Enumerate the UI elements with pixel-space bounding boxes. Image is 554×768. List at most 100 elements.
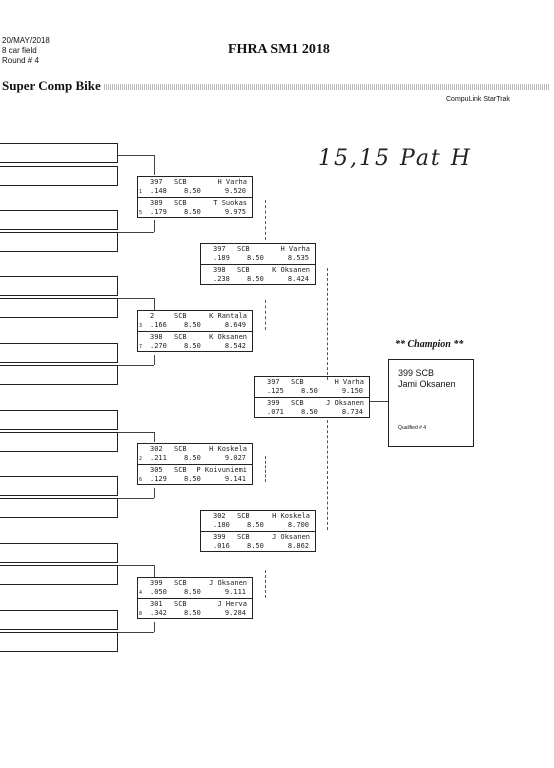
racer-name: P Koivuniemi [196, 466, 247, 474]
connector [118, 498, 154, 499]
bracket-connector [327, 268, 328, 380]
connector [370, 401, 388, 402]
racer-name: J Oksanen [326, 399, 364, 407]
empty-slot [0, 365, 118, 385]
reaction-time: .238 [213, 275, 230, 283]
date-text: 20/MAY/2018 [2, 36, 50, 45]
car-number: 397 [150, 178, 163, 186]
lane-number: 4 [139, 590, 143, 596]
racer-name: K Oksanen [272, 266, 310, 274]
empty-slot [0, 166, 118, 186]
connector [118, 232, 154, 233]
class-code: SCB [174, 600, 187, 608]
class-code: SCB [237, 266, 250, 274]
brand-text: CompuLink StarTrak [446, 96, 510, 103]
class-code: SCB [237, 245, 250, 253]
empty-slot [0, 343, 118, 363]
champion-car-class: 399 SCB [398, 368, 435, 378]
car-number: 398 [213, 266, 226, 274]
reaction-time: .050 [150, 588, 167, 596]
reaction-time: .211 [150, 454, 167, 462]
dial-in: 8.50 [247, 254, 264, 262]
empty-slot [0, 565, 118, 585]
elapsed-time: 8.649 [224, 321, 246, 329]
dial-in: 8.50 [184, 208, 201, 216]
dial-in: 8.50 [301, 387, 318, 395]
connector [154, 220, 155, 232]
champion-qualified: Qualified # 4 [398, 425, 427, 431]
connector [154, 432, 155, 442]
lane-number: 7 [139, 344, 143, 350]
champion-box: 399 SCB Jami Oksanen Qualified # 4 [388, 359, 474, 447]
elapsed-time: 8.734 [341, 408, 363, 416]
event-title: FHRA SM1 2018 [228, 42, 330, 57]
title-hatch-rule [104, 84, 550, 90]
dial-in: 8.50 [184, 187, 201, 195]
racer-name: H Varha [217, 178, 247, 186]
empty-slot [0, 610, 118, 630]
elapsed-time: 9.111 [224, 588, 246, 596]
car-number: 305 [150, 466, 163, 474]
class-title: Super Comp Bike [2, 78, 101, 93]
elapsed-time: 9.027 [224, 454, 246, 462]
connector [118, 298, 154, 299]
lane-number: 6 [139, 477, 143, 483]
connector [154, 155, 155, 175]
elapsed-time: 8.424 [287, 275, 309, 283]
elapsed-time: 8.862 [287, 542, 309, 550]
connector [154, 298, 155, 310]
elapsed-time: 8.535 [287, 254, 309, 262]
empty-slot [0, 210, 118, 230]
racer-name: H Varha [280, 245, 310, 253]
reaction-time: .179 [150, 208, 167, 216]
car-number: 397 [267, 378, 280, 386]
dial-in: 8.50 [301, 408, 318, 416]
class-code: SCB [237, 533, 250, 541]
reaction-time: .180 [213, 521, 230, 529]
class-code: SCB [174, 466, 187, 474]
connector [118, 565, 154, 566]
empty-slot [0, 632, 118, 652]
racer-name: J Oksanen [272, 533, 310, 541]
car-number: 399 [213, 533, 226, 541]
elapsed-time: 9.975 [224, 208, 246, 216]
reaction-time: .125 [267, 387, 284, 395]
empty-slot [0, 232, 118, 252]
racer-name: J Herva [217, 600, 247, 608]
reaction-time: .166 [150, 321, 167, 329]
racer-name: H Koskela [272, 512, 310, 520]
elapsed-time: 8.542 [224, 342, 246, 350]
class-code: SCB [174, 445, 187, 453]
connector [118, 155, 154, 156]
round-text: Round # 4 [2, 56, 39, 65]
lane-number: 5 [139, 210, 143, 216]
car-number: 302 [150, 445, 163, 453]
car-number: 301 [150, 600, 163, 608]
dial-in: 8.50 [184, 609, 201, 617]
champion-name: Jami Oksanen [398, 379, 456, 389]
car-number: 399 [150, 579, 163, 587]
dial-in: 8.50 [184, 454, 201, 462]
class-code: SCB [291, 378, 304, 386]
car-number: 302 [213, 512, 226, 520]
empty-slot [0, 410, 118, 430]
racer-name: K Rantala [209, 312, 247, 320]
reaction-time: .129 [150, 475, 167, 483]
car-number: 399 [267, 399, 280, 407]
empty-slot [0, 143, 118, 163]
bracket-connector [265, 300, 266, 330]
handwritten-time: 15,15 [318, 146, 391, 171]
empty-slot [0, 276, 118, 296]
reaction-time: .016 [213, 542, 230, 550]
elapsed-time: 9.150 [341, 387, 363, 395]
connector [118, 365, 154, 366]
elapsed-time: 8.700 [287, 521, 309, 529]
